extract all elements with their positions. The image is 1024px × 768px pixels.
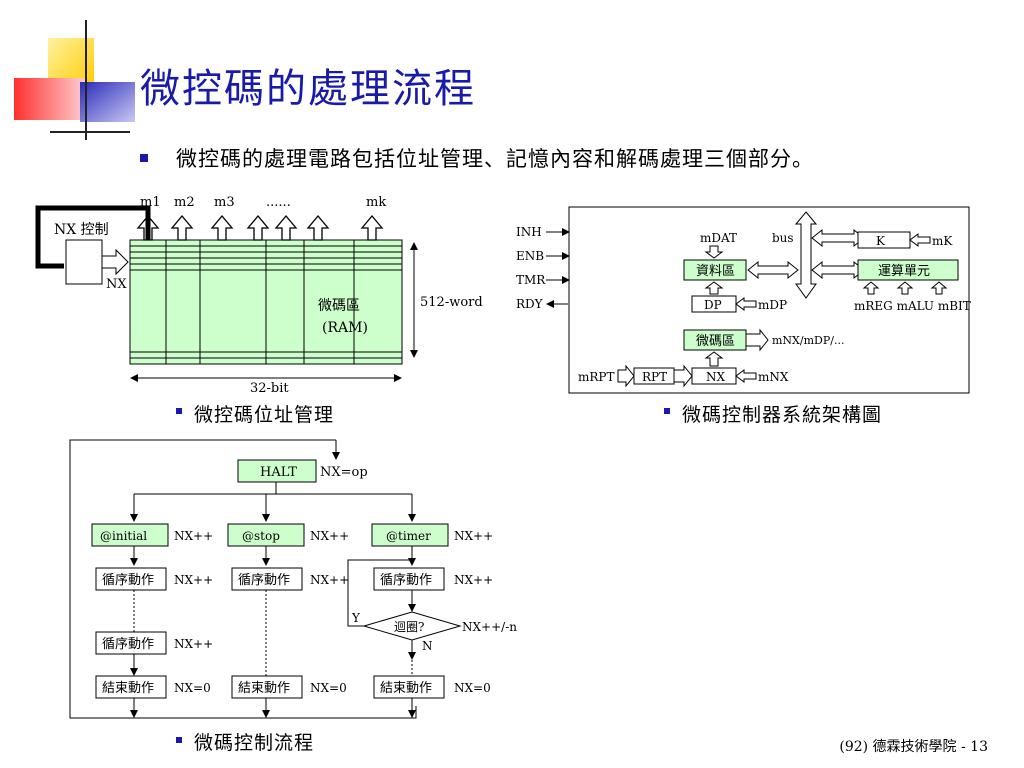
halt-label: HALT [260,465,297,480]
slide-title: 微控碼的處理流程 [140,66,476,112]
end-box-2 [231,675,303,699]
seq-note-2: NX++ [310,573,349,587]
output-m2: m2 [174,195,195,210]
state-timer-box [371,523,449,547]
caption-marker [176,408,182,414]
state-timer: @timer [386,529,431,543]
nx-arrow [101,248,129,276]
feedback-path [35,205,151,269]
seq-label-1: 循序動作 [102,573,154,588]
seq-box-2 [231,567,303,591]
output-m3: m3 [214,195,235,210]
seq-label-4: 循序動作 [102,637,154,652]
ram-label-2: (RAM) [322,320,368,336]
caption-marker [664,408,670,414]
flowchart-caption: 微碼控制流程 [194,732,315,754]
state-stop-note: NX++ [310,529,349,543]
end-label-3: 結束動作 [380,681,432,696]
data-area-box [683,259,747,281]
corner-decoration [0,0,140,140]
k-label: K [876,234,886,248]
input-rdy: RDY [516,297,544,311]
alu-outputs: mREG mALU mBIT [854,299,971,313]
bus-label: bus [772,231,794,245]
output-mk: mk [366,195,386,210]
input-inh: INH [516,225,542,239]
seq-box-4 [95,631,167,655]
output-ellipsis: ...... [266,195,291,210]
corner-decoration-art [14,20,135,140]
input-tmr: TMR [516,273,546,287]
seq-note-1: NX++ [174,573,213,587]
bus-arrow [794,211,818,299]
mdat-label: mDAT [700,231,737,245]
end-label-2: 結束動作 [238,681,290,696]
state-initial: @initial [100,529,147,543]
data-area-label: 資料區 [696,264,735,279]
slide-footer: (92) 德霖技術學院 - 13 [839,739,988,755]
state-initial-note: NX++ [174,529,213,543]
nx-control-box [65,239,103,285]
end-note-3: NX=0 [454,681,491,695]
seq-label-3: 循序動作 [380,573,432,588]
controller-diagram: INH ENB TMR RDY bus mDAT 資料區 K mK 運算單元 m… [516,206,971,394]
state-stop: @stop [242,529,280,543]
halt-note: NX=op [320,465,368,480]
mnx-label: mNX [758,370,789,384]
width-label: 32-bit [250,381,289,396]
loop-no: N [422,639,433,653]
memory-diagram-caption: 微控碼位址管理 [194,404,335,426]
mk-label: mK [932,234,953,248]
end-note-2: NX=0 [310,681,347,695]
bullet-text: 微控碼的處理電路包括位址管理、記憶內容和解碼處理三個部分。 [176,147,814,171]
seq-note-3: NX++ [454,573,493,587]
code-outputs: mNX/mDP/... [772,334,844,347]
loop-decision [362,611,462,641]
seq-label-2: 循序動作 [238,573,290,588]
bullet-marker [140,154,148,162]
end-box-3 [373,675,445,699]
alu-label: 運算單元 [878,264,930,279]
halt-box [237,459,317,483]
mrpt-label: mRPT [578,370,615,384]
dp-label: DP [704,298,722,312]
loop-note: NX++/-n [462,620,517,634]
state-initial-box [91,523,169,547]
loop-question: 迴圈? [394,620,424,634]
height-label: 512-word [420,295,483,310]
memory-diagram: m1 m2 m3 ...... mk NX 控制 NX 微碼區 (RAM) 51… [35,195,483,396]
output-arrows [136,214,384,241]
seq-note-4: NX++ [174,637,213,651]
mdp-label: mDP [758,298,787,312]
state-timer-note: NX++ [454,529,493,543]
controller-diagram-caption: 微碼控制器系統架構圖 [682,404,883,426]
nx-label: NX [106,277,127,292]
end-label-1: 結束動作 [102,681,154,696]
seq-box-3 [373,567,445,591]
nx-control-label: NX 控制 [54,222,109,238]
caption-marker [176,737,182,743]
input-enb: ENB [516,249,544,263]
flowchart: HALT NX=op @initial NX++ @stop NX++ @tim… [69,439,517,719]
nx-box-label: NX [706,370,726,384]
rpt-label: RPT [642,370,667,384]
end-note-1: NX=0 [174,681,211,695]
end-box-1 [95,675,167,699]
seq-box-1 [95,567,167,591]
ram-label-1: 微碼區 [318,298,360,314]
code-area-label: 微碼區 [696,334,735,349]
loop-yes: Y [351,611,361,625]
alu-box [857,259,959,281]
